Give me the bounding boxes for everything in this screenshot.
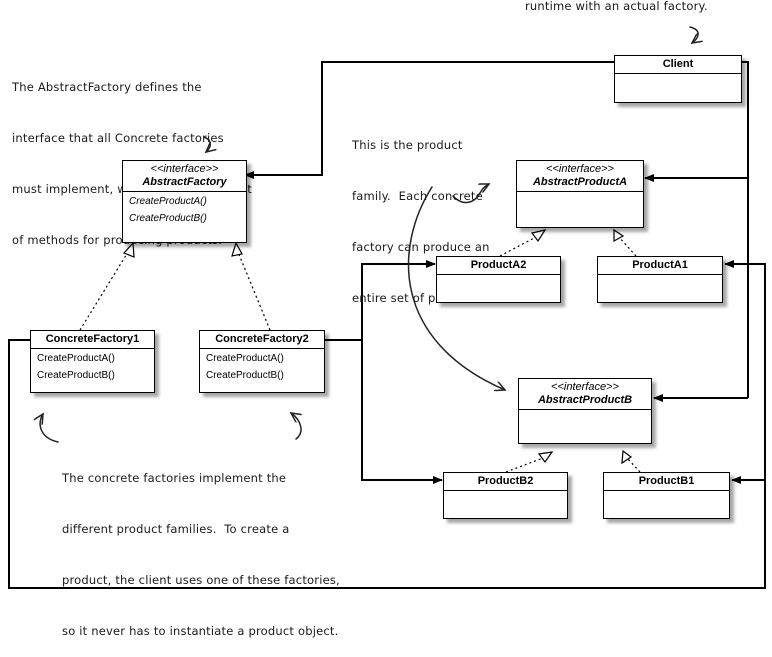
note-line: The concrete factories implement the xyxy=(62,471,287,485)
class-header: Client xyxy=(615,56,741,74)
class-header: ConcreteFactory2 xyxy=(200,331,324,349)
abstractproductb-interface: <<interface>> AbstractProductB xyxy=(518,378,652,444)
note-line: interface that all Concrete factories xyxy=(12,131,224,145)
method-list: CreateProductA() CreateProductB() xyxy=(31,349,154,385)
cf1-realizes-abstractfactory xyxy=(79,251,129,331)
method: CreateProductA() xyxy=(129,196,207,207)
class-name: ConcreteFactory1 xyxy=(45,333,140,345)
stereotype-label: <<interface>> xyxy=(546,163,614,175)
note-line: family. Each concrete xyxy=(352,189,483,203)
note-line: product, the client uses one of these fa… xyxy=(62,573,340,587)
realization-triangle xyxy=(621,449,633,465)
stereotype-label: <<interface>> xyxy=(551,381,619,393)
b1-realizes-abstractproductb xyxy=(626,457,641,473)
class-name: AbstractProductB xyxy=(537,394,633,406)
class-name: ProductB1 xyxy=(638,475,695,487)
class-header: ProductA1 xyxy=(598,257,722,275)
class-header: <<interface>> AbstractProductA xyxy=(517,161,643,192)
cf2-realizes-abstractfactory xyxy=(237,251,271,331)
class-name: ConcreteFactory2 xyxy=(215,333,309,345)
note-line: This is the product xyxy=(352,138,463,152)
concretefactory1-creates-productsA1-B1 xyxy=(8,339,766,589)
class-name: ProductB2 xyxy=(477,475,534,487)
class-header: <<interface>> AbstractFactory xyxy=(123,161,246,192)
note-line: different product families. To create a xyxy=(62,522,290,536)
class-header: <<interface>> AbstractProductB xyxy=(519,379,651,410)
a1-realizes-abstractproducta xyxy=(618,236,637,257)
method: CreateProductA() xyxy=(37,353,115,364)
runtime-note: runtime with an actual factory. xyxy=(525,0,708,13)
abstractfactory-note-squiggle-arrow xyxy=(203,136,210,152)
concretefactory1-class: ConcreteFactory1 CreateProductA() Create… xyxy=(30,330,155,393)
concretefactory2-creates-productsA2-B2 xyxy=(325,260,436,341)
note-line: factory can produce an xyxy=(352,240,490,254)
class-name: ProductA2 xyxy=(470,259,527,271)
concrete-factories-note: The concrete factories implement the dif… xyxy=(62,436,340,657)
class-header: ConcreteFactory1 xyxy=(31,331,154,349)
realization-triangle xyxy=(530,229,547,243)
class-name: AbstractProductA xyxy=(532,176,628,188)
concretefactory2-class: ConcreteFactory2 CreateProductA() Create… xyxy=(199,330,325,393)
method: CreateProductB() xyxy=(206,370,284,381)
producta2-class: ProductA2 xyxy=(436,256,561,303)
class-header: ProductB2 xyxy=(444,473,567,491)
method: CreateProductA() xyxy=(206,353,284,364)
class-name: Client xyxy=(662,58,694,70)
method-list: CreateProductA() CreateProductB() xyxy=(200,349,324,385)
abstractproducta-interface: <<interface>> AbstractProductA xyxy=(516,160,644,228)
concretefactory1-creates-productA1-path xyxy=(724,260,766,480)
client-to-abstractfactory-association xyxy=(244,61,614,179)
concretefactory2-creates-productB2-path xyxy=(361,340,443,484)
realization-triangle xyxy=(231,241,243,257)
class-diagram-canvas xyxy=(8,26,766,589)
product-family-loop-arrow xyxy=(452,184,489,204)
class-header: ProductA2 xyxy=(437,257,560,275)
realization-triangle xyxy=(613,228,625,243)
realization-triangle xyxy=(537,451,554,464)
stereotype-label: <<interface>> xyxy=(150,163,219,175)
client-association-bus xyxy=(742,61,749,398)
b2-realizes-abstractproductb xyxy=(505,457,544,473)
realization-triangle xyxy=(122,241,135,258)
concrete-factories-left-arrow xyxy=(40,414,59,443)
producta1-class: ProductA1 xyxy=(597,256,723,303)
class-name: ProductA1 xyxy=(632,259,688,271)
method: CreateProductB() xyxy=(37,370,115,381)
abstractfactory-interface: <<interface>> AbstractFactory CreateProd… xyxy=(122,160,247,243)
a2-realizes-abstractproducta xyxy=(499,236,537,257)
class-header: ProductB1 xyxy=(604,473,729,491)
concrete-factories-right-arrow xyxy=(291,413,301,440)
note-line: so it never has to instantiate a product… xyxy=(62,624,339,638)
method: CreateProductB() xyxy=(129,213,207,224)
runtime-note-squiggle-arrow xyxy=(689,26,698,43)
product-family-curve-arrow xyxy=(407,186,505,390)
method-list: CreateProductA() CreateProductB() xyxy=(123,192,246,228)
note-line: The AbstractFactory defines the xyxy=(12,80,202,94)
class-name: AbstractFactory xyxy=(142,176,227,188)
client-class: Client xyxy=(614,55,742,103)
productb1-class: ProductB1 xyxy=(603,472,730,519)
productb2-class: ProductB2 xyxy=(443,472,568,519)
